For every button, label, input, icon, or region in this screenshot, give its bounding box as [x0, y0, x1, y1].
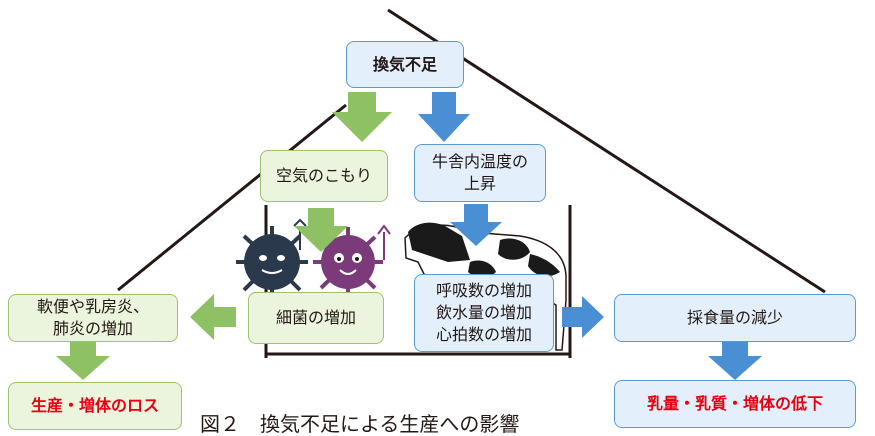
arrow-diarrhea-to-loss — [56, 342, 110, 380]
box-bacteria-label: 細菌の増加 — [275, 308, 356, 327]
box-diarrhea-line-2: 肺炎の増加 — [52, 319, 133, 338]
house-roof-left — [117, 103, 347, 292]
box-feed-intake-label: 採食量の減少 — [686, 308, 783, 327]
box-temp-line-1: 牛舎内温度の — [431, 152, 528, 171]
box-diarrhea-line-1: 軟便や乳房炎、 — [36, 297, 149, 316]
box-yield-decline: 乳量・乳質・増体の低下 — [614, 380, 856, 428]
arrow-temp-to-respiration — [450, 204, 502, 246]
figure-caption-text: 図２ 換気不足による生産への影響 — [200, 412, 520, 436]
box-loss-label: 生産・増体のロス — [30, 396, 159, 415]
arrow-ventilation-to-stuffy — [332, 92, 392, 142]
box-ventilation-label: 換気不足 — [372, 54, 437, 74]
bacteria-icon-dark — [236, 218, 308, 298]
box-production-loss: 生産・増体のロス — [8, 382, 182, 430]
box-respiration: 呼吸数の増加 飲水量の増加 心拍数の増加 — [414, 274, 554, 352]
box-temperature-rise: 牛舎内温度の 上昇 — [414, 144, 546, 202]
box-stuffy-air-label: 空気のこもり — [275, 166, 372, 185]
box-respiration-line-3: 心拍数の増加 — [435, 325, 532, 344]
box-respiration-line-1: 呼吸数の増加 — [435, 281, 532, 300]
figure-caption: 図２ 換気不足による生産への影響 — [200, 413, 720, 435]
box-diarrhea-mastitis: 軟便や乳房炎、 肺炎の増加 — [8, 294, 178, 342]
box-stuffy-air: 空気のこもり — [260, 150, 388, 202]
box-decline-label: 乳量・乳質・増体の低下 — [646, 394, 823, 413]
box-feed-intake: 採食量の減少 — [614, 294, 856, 342]
arrow-feed-to-decline — [708, 342, 762, 380]
arrow-respiration-to-feed — [562, 296, 604, 338]
arrow-bacteria-to-diarrhea — [190, 294, 236, 340]
arrow-stuffy-to-bacteria — [294, 208, 348, 252]
arrow-ventilation-to-temp — [418, 92, 470, 142]
box-ventilation-shortage: 換気不足 — [346, 41, 464, 88]
box-bacteria-increase: 細菌の増加 — [248, 292, 384, 344]
box-temp-line-2: 上昇 — [463, 174, 496, 193]
box-respiration-line-2: 飲水量の増加 — [435, 303, 532, 322]
